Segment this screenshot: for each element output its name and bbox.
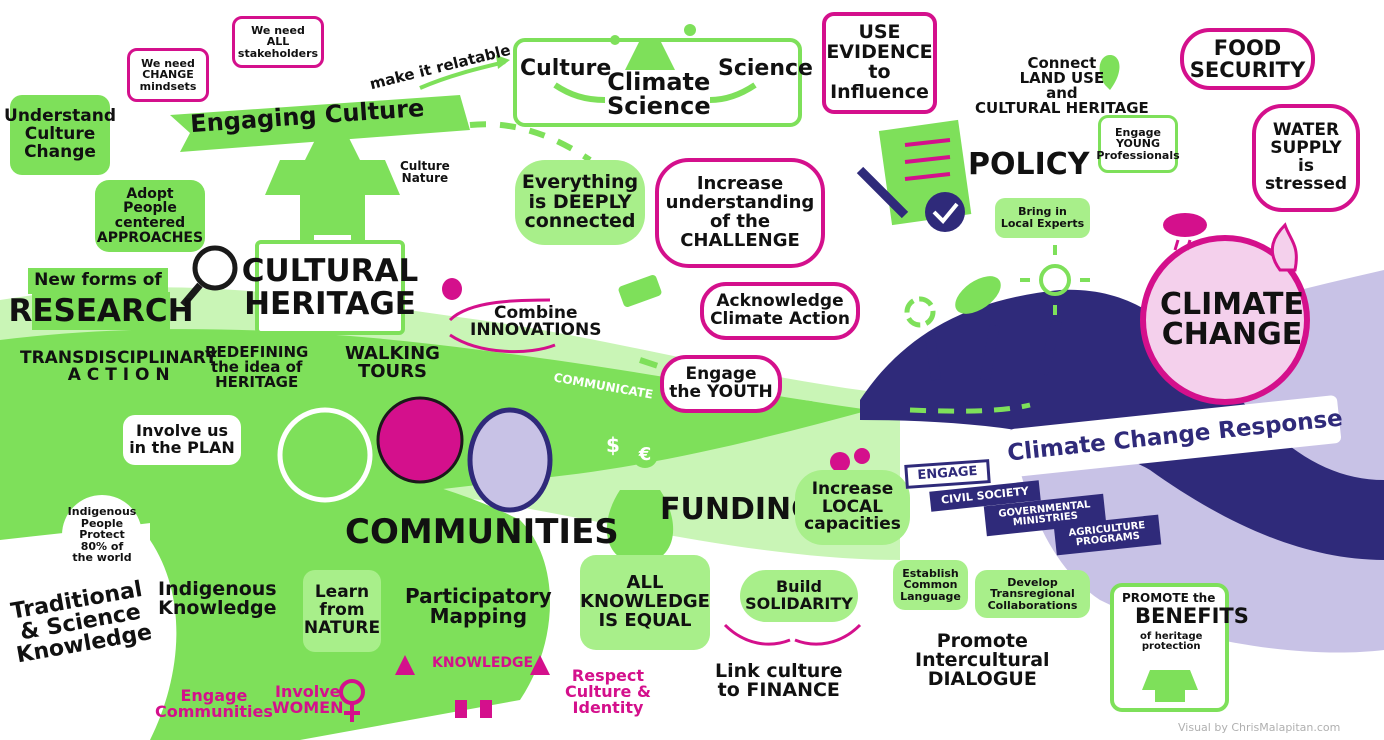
understand-culture-box: Understand Culture Change bbox=[4, 95, 116, 175]
gears-icon bbox=[830, 448, 870, 472]
redefining-heritage-label: REDEFINING the idea of HERITAGE bbox=[205, 343, 309, 391]
acknowledge-bubble: Acknowledge Climate Action bbox=[700, 282, 860, 340]
cultural-heritage-box: CULTURAL HERITAGE bbox=[242, 240, 418, 335]
involve-plan-bubble: Involve us in the PLAN bbox=[123, 415, 241, 465]
pencil-icon bbox=[856, 166, 909, 219]
flask-icon bbox=[610, 24, 696, 70]
new-forms-label: New forms of bbox=[28, 268, 168, 294]
participatory-mapping-label: Participatory Mapping bbox=[405, 584, 552, 628]
promote-benefits-label-3: of heritage protection bbox=[1140, 631, 1203, 652]
promote-benefits-label-1: PROMOTE the bbox=[1122, 591, 1216, 605]
climate-change-label: CLIMATE CHANGE bbox=[1160, 287, 1304, 352]
climate-science-label: Climate Science bbox=[607, 68, 711, 120]
engage-youth-bubble: Engage the YOUTH bbox=[660, 355, 782, 413]
increase-understanding-bubble: Increase understanding of the CHALLENGE bbox=[655, 158, 825, 268]
all-knowledge-box: ALL KNOWLEDGE IS EQUAL bbox=[580, 555, 710, 650]
science-label: Science bbox=[718, 56, 813, 81]
adopt-people-box: Adopt People centered APPROACHES bbox=[95, 180, 205, 252]
euro-label: € bbox=[632, 442, 658, 468]
culture-nature-label: Culture Nature bbox=[400, 159, 450, 185]
build-solidarity-box: Build SOLIDARITY bbox=[740, 570, 858, 622]
connect-land-use-label: Connect LAND USE and CULTURAL HERITAGE bbox=[975, 54, 1149, 117]
dollar-label: $ bbox=[600, 432, 626, 458]
recycle-icon bbox=[904, 296, 936, 328]
credit-text: Visual by ChrisMalapitan.com bbox=[1178, 721, 1341, 734]
establish-language-box: Establish Common Language bbox=[893, 560, 968, 610]
respect-culture-label: Respect Culture & Identity bbox=[565, 666, 651, 717]
use-evidence-bubble: USE EVIDENCE to Influence bbox=[822, 12, 937, 114]
lightbulb-icon bbox=[442, 278, 462, 300]
globe-icon bbox=[1140, 235, 1310, 405]
indigenous-people-bubble: Indigenous People Protect 80% of the wor… bbox=[62, 495, 142, 575]
involve-women-label: Involve WOMEN bbox=[272, 682, 344, 717]
female-icon bbox=[339, 679, 365, 722]
policy-label: POLICY bbox=[968, 147, 1090, 182]
walking-tours-label: WALKING TOURS bbox=[345, 343, 440, 382]
link-culture-label: Link culture to FINANCE bbox=[715, 660, 843, 701]
water-supply-bubble: WATER SUPPLY is stressed bbox=[1252, 104, 1360, 212]
all-stakeholders-bubble: We need ALL stakeholders bbox=[232, 16, 324, 68]
research-label: RESEARCH bbox=[8, 292, 194, 330]
engage-young-box: Engage YOUNG Professionals bbox=[1096, 115, 1180, 173]
map-pin-icon bbox=[1099, 55, 1120, 90]
checkmark-icon bbox=[925, 192, 965, 232]
knowledge-label: KNOWLEDGE bbox=[432, 655, 534, 671]
develop-collab-box: Develop Transregional Collaborations bbox=[975, 570, 1090, 618]
engage-communities-label: Engage Communities bbox=[155, 686, 273, 721]
indigenous-knowledge-label: Indigenous Knowledge bbox=[158, 578, 277, 619]
everything-connected-bubble: Everything is DEEPLY connected bbox=[515, 160, 645, 245]
increase-local-bubble: Increase LOCAL capacities bbox=[795, 470, 910, 545]
promote-benefits-label-2: BENEFITS bbox=[1135, 604, 1249, 628]
culture-label: Culture bbox=[520, 56, 612, 81]
money-bag-icon bbox=[606, 490, 674, 565]
food-security-bubble: FOOD SECURITY bbox=[1180, 28, 1315, 90]
communities-label: COMMUNITIES bbox=[345, 512, 619, 552]
combine-innovations-label: Combine INNOVATIONS bbox=[470, 303, 602, 340]
sun-icon bbox=[1020, 245, 1090, 315]
funding-label: FUNDING bbox=[660, 492, 816, 527]
magnifier-icon bbox=[180, 245, 238, 308]
leaf-icon bbox=[955, 276, 1001, 314]
cloud-rain-icon bbox=[1163, 213, 1207, 251]
hands-icon bbox=[723, 623, 862, 646]
transdisciplinary-label: TRANSDISCIPLINARY A C T I O N bbox=[20, 348, 218, 385]
local-experts-box: Bring in Local Experts bbox=[995, 198, 1090, 238]
promote-dialogue-label: Promote Intercultural DIALOGUE bbox=[915, 630, 1050, 690]
fire-icon bbox=[1270, 222, 1298, 272]
learn-nature-box: Learn from NATURE bbox=[303, 570, 381, 652]
change-mindsets-bubble: We need CHANGE mindsets bbox=[127, 48, 209, 102]
